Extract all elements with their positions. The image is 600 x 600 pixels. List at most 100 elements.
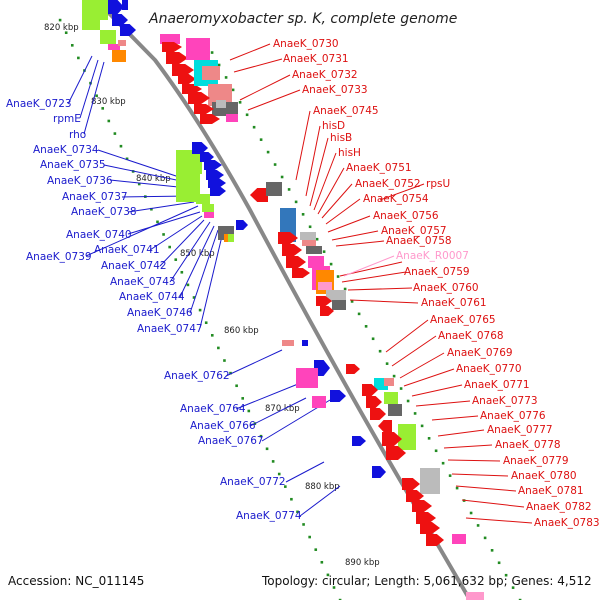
gene-label-anaek-0759[interactable]: AnaeK_0759 [404,266,470,278]
gene-label-anaek-0765[interactable]: AnaeK_0765 [430,314,496,326]
connector [385,319,429,353]
gene-label-anaek-0743[interactable]: AnaeK_0743 [110,276,176,288]
scale-label-890: 890 kbp [345,558,380,568]
gene-label-anaek-0757[interactable]: AnaeK_0757 [381,225,447,237]
gene-label-anaek-0772[interactable]: AnaeK_0772 [220,476,286,488]
gene-label-anaek-0769[interactable]: AnaeK_0769 [447,347,513,359]
gene-label-hish[interactable]: hisH [338,147,361,159]
gene-label-anaek-0764[interactable]: AnaeK_0764 [180,403,246,415]
tick-dot [284,485,287,488]
gene-label-anaek-0731[interactable]: AnaeK_0731 [283,53,349,65]
gene-label-anaek-r0007[interactable]: AnaeK_R0007 [396,250,469,262]
scale-label-820: 820 kbp [44,23,79,33]
gene-label-anaek-0732[interactable]: AnaeK_0732 [292,69,358,81]
gene-label-anaek-0773[interactable]: AnaeK_0773 [472,395,538,407]
gene-label-anaek-0777[interactable]: AnaeK_0777 [487,424,553,436]
connector [399,352,445,379]
gene-label-anaek-0780[interactable]: AnaeK_0780 [511,470,577,482]
gene-label-anaek-0736[interactable]: AnaeK_0736 [47,175,113,187]
connector [455,485,517,492]
gene-arrow [416,512,436,524]
gene-arrow [162,42,182,52]
gene-label-hisd[interactable]: hisD [322,120,345,132]
gene-label-anaek-0774[interactable]: AnaeK_0774 [236,510,302,522]
gene-label-anaek-0762[interactable]: AnaeK_0762 [164,370,230,382]
tick-dot [224,76,228,79]
tick-dot [174,258,178,261]
genome-backbone [94,0,472,600]
tick-dot [357,312,361,316]
gene-label-rho[interactable]: rho [69,129,86,141]
gene-label-anaek-0733[interactable]: AnaeK_0733 [302,84,368,96]
gene-label-anaek-0779[interactable]: AnaeK_0779 [503,455,569,467]
gene-label-anaek-0756[interactable]: AnaeK_0756 [373,210,439,222]
gene-arrow [352,436,366,446]
gene-label-anaek-0741[interactable]: AnaeK_0741 [94,244,160,256]
gene-label-anaek-0751[interactable]: AnaeK_0751 [346,162,412,174]
connector [335,240,385,247]
gene-label-rpme[interactable]: rpmE [53,113,81,125]
gene-label-anaek-0770[interactable]: AnaeK_0770 [456,363,522,375]
connector [109,179,189,189]
gene-label-anaek-0766[interactable]: AnaeK_0766 [190,420,256,432]
connector [247,89,301,111]
gene-label-anaek-0747[interactable]: AnaeK_0747 [137,323,203,335]
gene-label-anaek-0752[interactable]: AnaeK_0752 [355,178,421,190]
tick-dot [308,225,312,229]
tick-dot [280,175,284,179]
gene-block [160,34,180,44]
tick-dot [95,94,98,98]
gene-label-anaek-0767[interactable]: AnaeK_0767 [198,435,264,447]
connector [415,400,471,407]
tick-dot [271,460,275,463]
gene-arrow [362,384,378,396]
gene-label-anaek-0781[interactable]: AnaeK_0781 [518,485,584,497]
tick-dot [302,523,305,526]
gene-anaek-0772 [372,466,386,478]
tick-dot [448,474,452,477]
tick-dot [329,262,333,266]
gene-label-anaek-0760[interactable]: AnaeK_0760 [413,282,479,294]
gene-label-anaek-0735[interactable]: AnaeK_0735 [40,159,106,171]
gene-label-anaek-0754[interactable]: AnaeK_0754 [363,193,429,205]
gene-anaek-0723 [82,0,100,30]
gene-label-anaek-0771[interactable]: AnaeK_0771 [464,379,530,391]
gene-label-anaek-0737[interactable]: AnaeK_0737 [62,191,128,203]
gene-label-anaek-0782[interactable]: AnaeK_0782 [526,501,592,513]
gene-label-anaek-0739[interactable]: AnaeK_0739 [26,251,92,263]
tick-dot [241,397,245,400]
connector [321,183,353,219]
tick-dot [229,371,232,375]
gene-arrow [378,420,392,432]
gene-label-anaek-0730[interactable]: AnaeK_0730 [273,38,339,50]
gene-label-anaek-0776[interactable]: AnaeK_0776 [480,410,546,422]
gene-label-anaek-0744[interactable]: AnaeK_0744 [119,291,185,303]
gene-label-anaek-0740[interactable]: AnaeK_0740 [66,229,132,241]
gene-anaek-0767 [330,390,346,402]
tick-dot [504,573,508,577]
gene-label-hisb[interactable]: hisB [330,132,352,144]
gene-label-anaek-0745[interactable]: AnaeK_0745 [313,105,379,117]
gene-label-anaek-0758[interactable]: AnaeK_0758 [386,235,452,247]
gene-label-anaek-0783[interactable]: AnaeK_0783 [534,517,600,529]
gene-label-anaek-0734[interactable]: AnaeK_0734 [33,144,99,156]
connector [327,215,371,233]
gene-label-anaek-0738[interactable]: AnaeK_0738 [71,206,137,218]
connector [169,221,211,283]
tick-dot [265,447,269,451]
gene-label-anaek-0768[interactable]: AnaeK_0768 [438,330,504,342]
tick-dot [320,560,324,564]
gene-label-anaek-0742[interactable]: AnaeK_0742 [101,260,167,272]
tick-dot [392,374,396,378]
gene-block [228,234,234,242]
gene-block [466,592,484,600]
connector [443,444,493,449]
gene-label-rpsu[interactable]: rpsU [426,178,450,190]
tick-dot [77,56,80,60]
gene-label-anaek-0723[interactable]: AnaeK_0723 [6,98,72,110]
gene-label-anaek-0746[interactable]: AnaeK_0746 [127,307,193,319]
tick-dot [326,573,330,577]
gene-label-anaek-0778[interactable]: AnaeK_0778 [495,439,561,451]
gene-features [82,0,484,600]
gene-label-anaek-0761[interactable]: AnaeK_0761 [421,297,487,309]
